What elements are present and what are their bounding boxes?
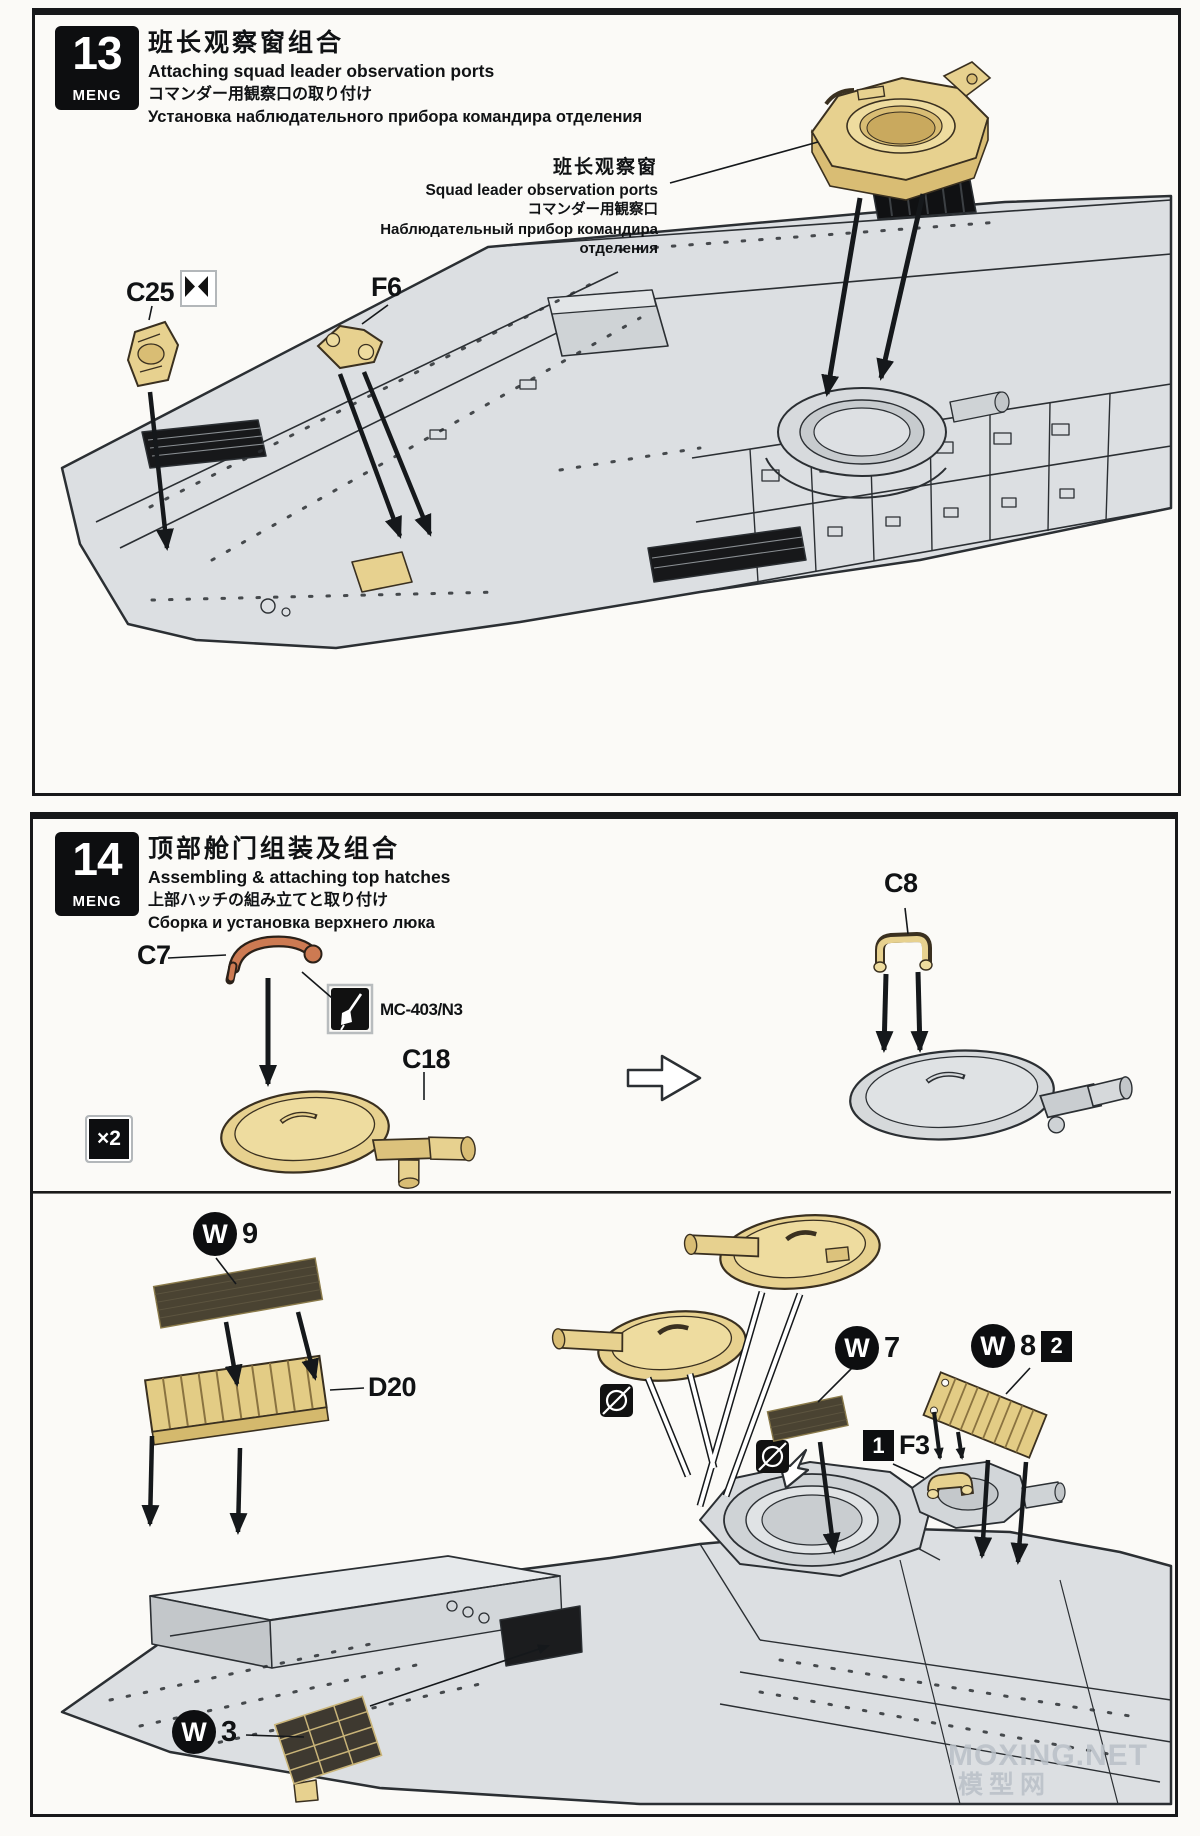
turret-ring-opening [765, 387, 1010, 499]
step13-title-ru: Установка наблюдательного прибора команд… [148, 108, 643, 127]
step13-panel-frame [32, 8, 1181, 796]
step13-title-block: 班长观察窗组合 Attaching squad leader observati… [148, 28, 642, 128]
part-label-d20: D20 [368, 1372, 417, 1402]
step14-badge: 14 MENG [55, 832, 139, 916]
step14-panel-frame [30, 812, 1178, 1817]
quantity-badge: ×2 [85, 1115, 133, 1163]
meng-logo: MENG [72, 87, 122, 104]
part-f3-drawing [926, 1472, 974, 1500]
quantity-2-badge: 2 [1041, 1330, 1073, 1362]
step14-number: 14 [72, 833, 122, 885]
callout-ja: コマンダー用観察口 [527, 201, 659, 218]
part-label-f6: F6 [371, 272, 402, 302]
callout-ru: Наблюдательный прибор командира отделени… [380, 220, 658, 258]
choose-parts-icon [180, 270, 218, 307]
step14-title-zh: 顶部舱门组装及组合 [148, 835, 401, 863]
paint-code-label: MC-403/N3 [380, 1000, 463, 1019]
part-c25-drawing [126, 320, 180, 388]
step13-title-ja: コマンダー用観察口の取り付け [148, 86, 373, 104]
callout-zh: 班长观察窗 [552, 157, 658, 178]
w-fret-icon: W [971, 1324, 1015, 1368]
part-label-c8: C8 [884, 868, 918, 898]
substep-1-badge: 1 [863, 1430, 894, 1461]
pe-part-w3-drawing [273, 1695, 383, 1785]
part-label-c25: C25 [126, 270, 218, 308]
placement-guide-struts [644, 1291, 810, 1507]
part-label-c18: C18 [402, 1044, 451, 1074]
watermark: MOXING.NET 模型网 [948, 1739, 1149, 1799]
pe-label-w8: W 8 2 [971, 1324, 1073, 1368]
arrow-right-icon [626, 1054, 702, 1102]
w-fret-icon: W [835, 1326, 879, 1370]
callout-en: Squad leader observation ports [425, 181, 658, 199]
part-label-c7: C7 [137, 940, 171, 970]
part-d20-drawing [143, 1354, 330, 1446]
part-c8-drawing [873, 931, 933, 973]
part-label-f3: 1 F3 [863, 1430, 930, 1461]
step14-title-en: Assembling & attaching top hatches [148, 867, 451, 888]
part-f6-drawing [316, 324, 384, 370]
pe-part-w7-drawing [766, 1395, 849, 1443]
step14-title-ja: 上部ハッチの組み立てと取り付け [148, 892, 389, 910]
step14-title-ru: Сборка и установка верхнего люка [148, 914, 435, 933]
meng-logo: MENG [72, 893, 122, 910]
w-fret-icon: W [193, 1212, 237, 1256]
hatch-assembly-upper [683, 1214, 881, 1290]
pe-label-w3: W 3 [172, 1710, 237, 1754]
step13-title-en: Attaching squad leader observation ports [148, 61, 495, 82]
part-c18-drawing [220, 1090, 476, 1189]
turret-ring-step14 [699, 1461, 933, 1577]
observation-port-callout: 班长观察窗 Squad leader observation ports コマン… [315, 156, 658, 259]
pe-label-w9: W 9 [193, 1212, 258, 1256]
part-c7-drawing [225, 935, 323, 985]
assembled-hatch-gray-drawing [849, 1049, 1133, 1141]
w-fret-icon: W [172, 1710, 216, 1754]
paint-color-icon [326, 983, 374, 1035]
no-glue-icon [600, 1384, 633, 1417]
step14-title-block: 顶部舱门组装及组合 Assembling & attaching top hat… [148, 834, 450, 934]
pe-part-w8-drawing [922, 1371, 1048, 1459]
step13-number: 13 [72, 27, 122, 79]
pe-part-w9-drawing [152, 1257, 324, 1329]
step13-badge: 13 MENG [55, 26, 139, 110]
step13-title-zh: 班长观察窗组合 [148, 29, 345, 57]
observation-port-part [810, 61, 992, 201]
pe-label-w7: W 7 [835, 1326, 900, 1370]
no-glue-icon [756, 1440, 789, 1473]
